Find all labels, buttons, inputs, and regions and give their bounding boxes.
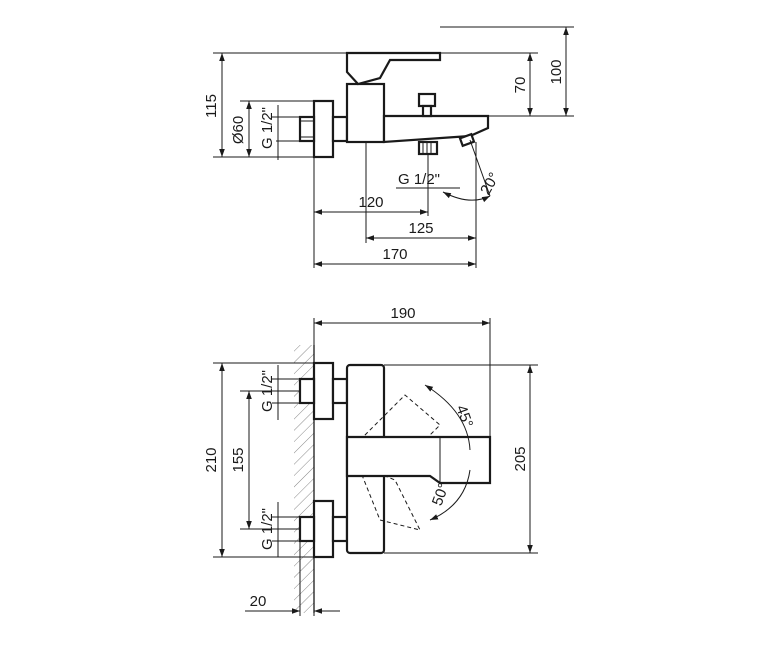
front-top-flange	[312, 361, 335, 421]
dim-205: 205	[512, 446, 529, 471]
side-thread-stub	[298, 115, 316, 143]
dim-120: 120	[358, 194, 383, 211]
dim-190: 190	[390, 305, 415, 322]
wall-hatch	[294, 345, 314, 613]
dim-125: 125	[408, 220, 433, 237]
dim-115: 115	[203, 94, 220, 118]
dim-70: 70	[512, 77, 529, 94]
side-connector-pipe	[331, 115, 349, 143]
dim-angle-20: 20°	[477, 170, 503, 198]
side-aerator	[458, 132, 476, 148]
side-diverter-knob	[417, 92, 437, 108]
dim-100: 100	[548, 59, 565, 84]
dim-155: 155	[230, 447, 247, 472]
dim-20: 20	[250, 593, 267, 610]
dim-diameter-60: Ø60	[230, 116, 247, 144]
side-lever-handle	[345, 51, 442, 86]
side-hose-connector	[417, 140, 439, 156]
dim-210: 210	[203, 447, 220, 472]
side-wall-flange	[312, 99, 335, 159]
side-mixer-body	[345, 82, 386, 144]
dim-thread-bottom: G 1/2"	[259, 508, 276, 550]
front-view: 45° 50° 190 205 210 155 G 1/2" G 1/2"	[203, 305, 538, 616]
dim-angle-50: 50°	[429, 481, 453, 508]
dim-thread-top: G 1/2"	[259, 370, 276, 412]
dim-170: 170	[382, 246, 407, 263]
dim-angle-45: 45°	[452, 403, 476, 430]
lever-ghost-50	[357, 464, 421, 531]
front-bottom-flange	[312, 499, 335, 559]
dim-thread-wall-side: G 1/2"	[259, 107, 276, 149]
side-view: 115 Ø60 G 1/2" 100 70 G 1/2" 20°	[203, 26, 574, 268]
dim-thread-spout: G 1/2"	[398, 171, 440, 188]
